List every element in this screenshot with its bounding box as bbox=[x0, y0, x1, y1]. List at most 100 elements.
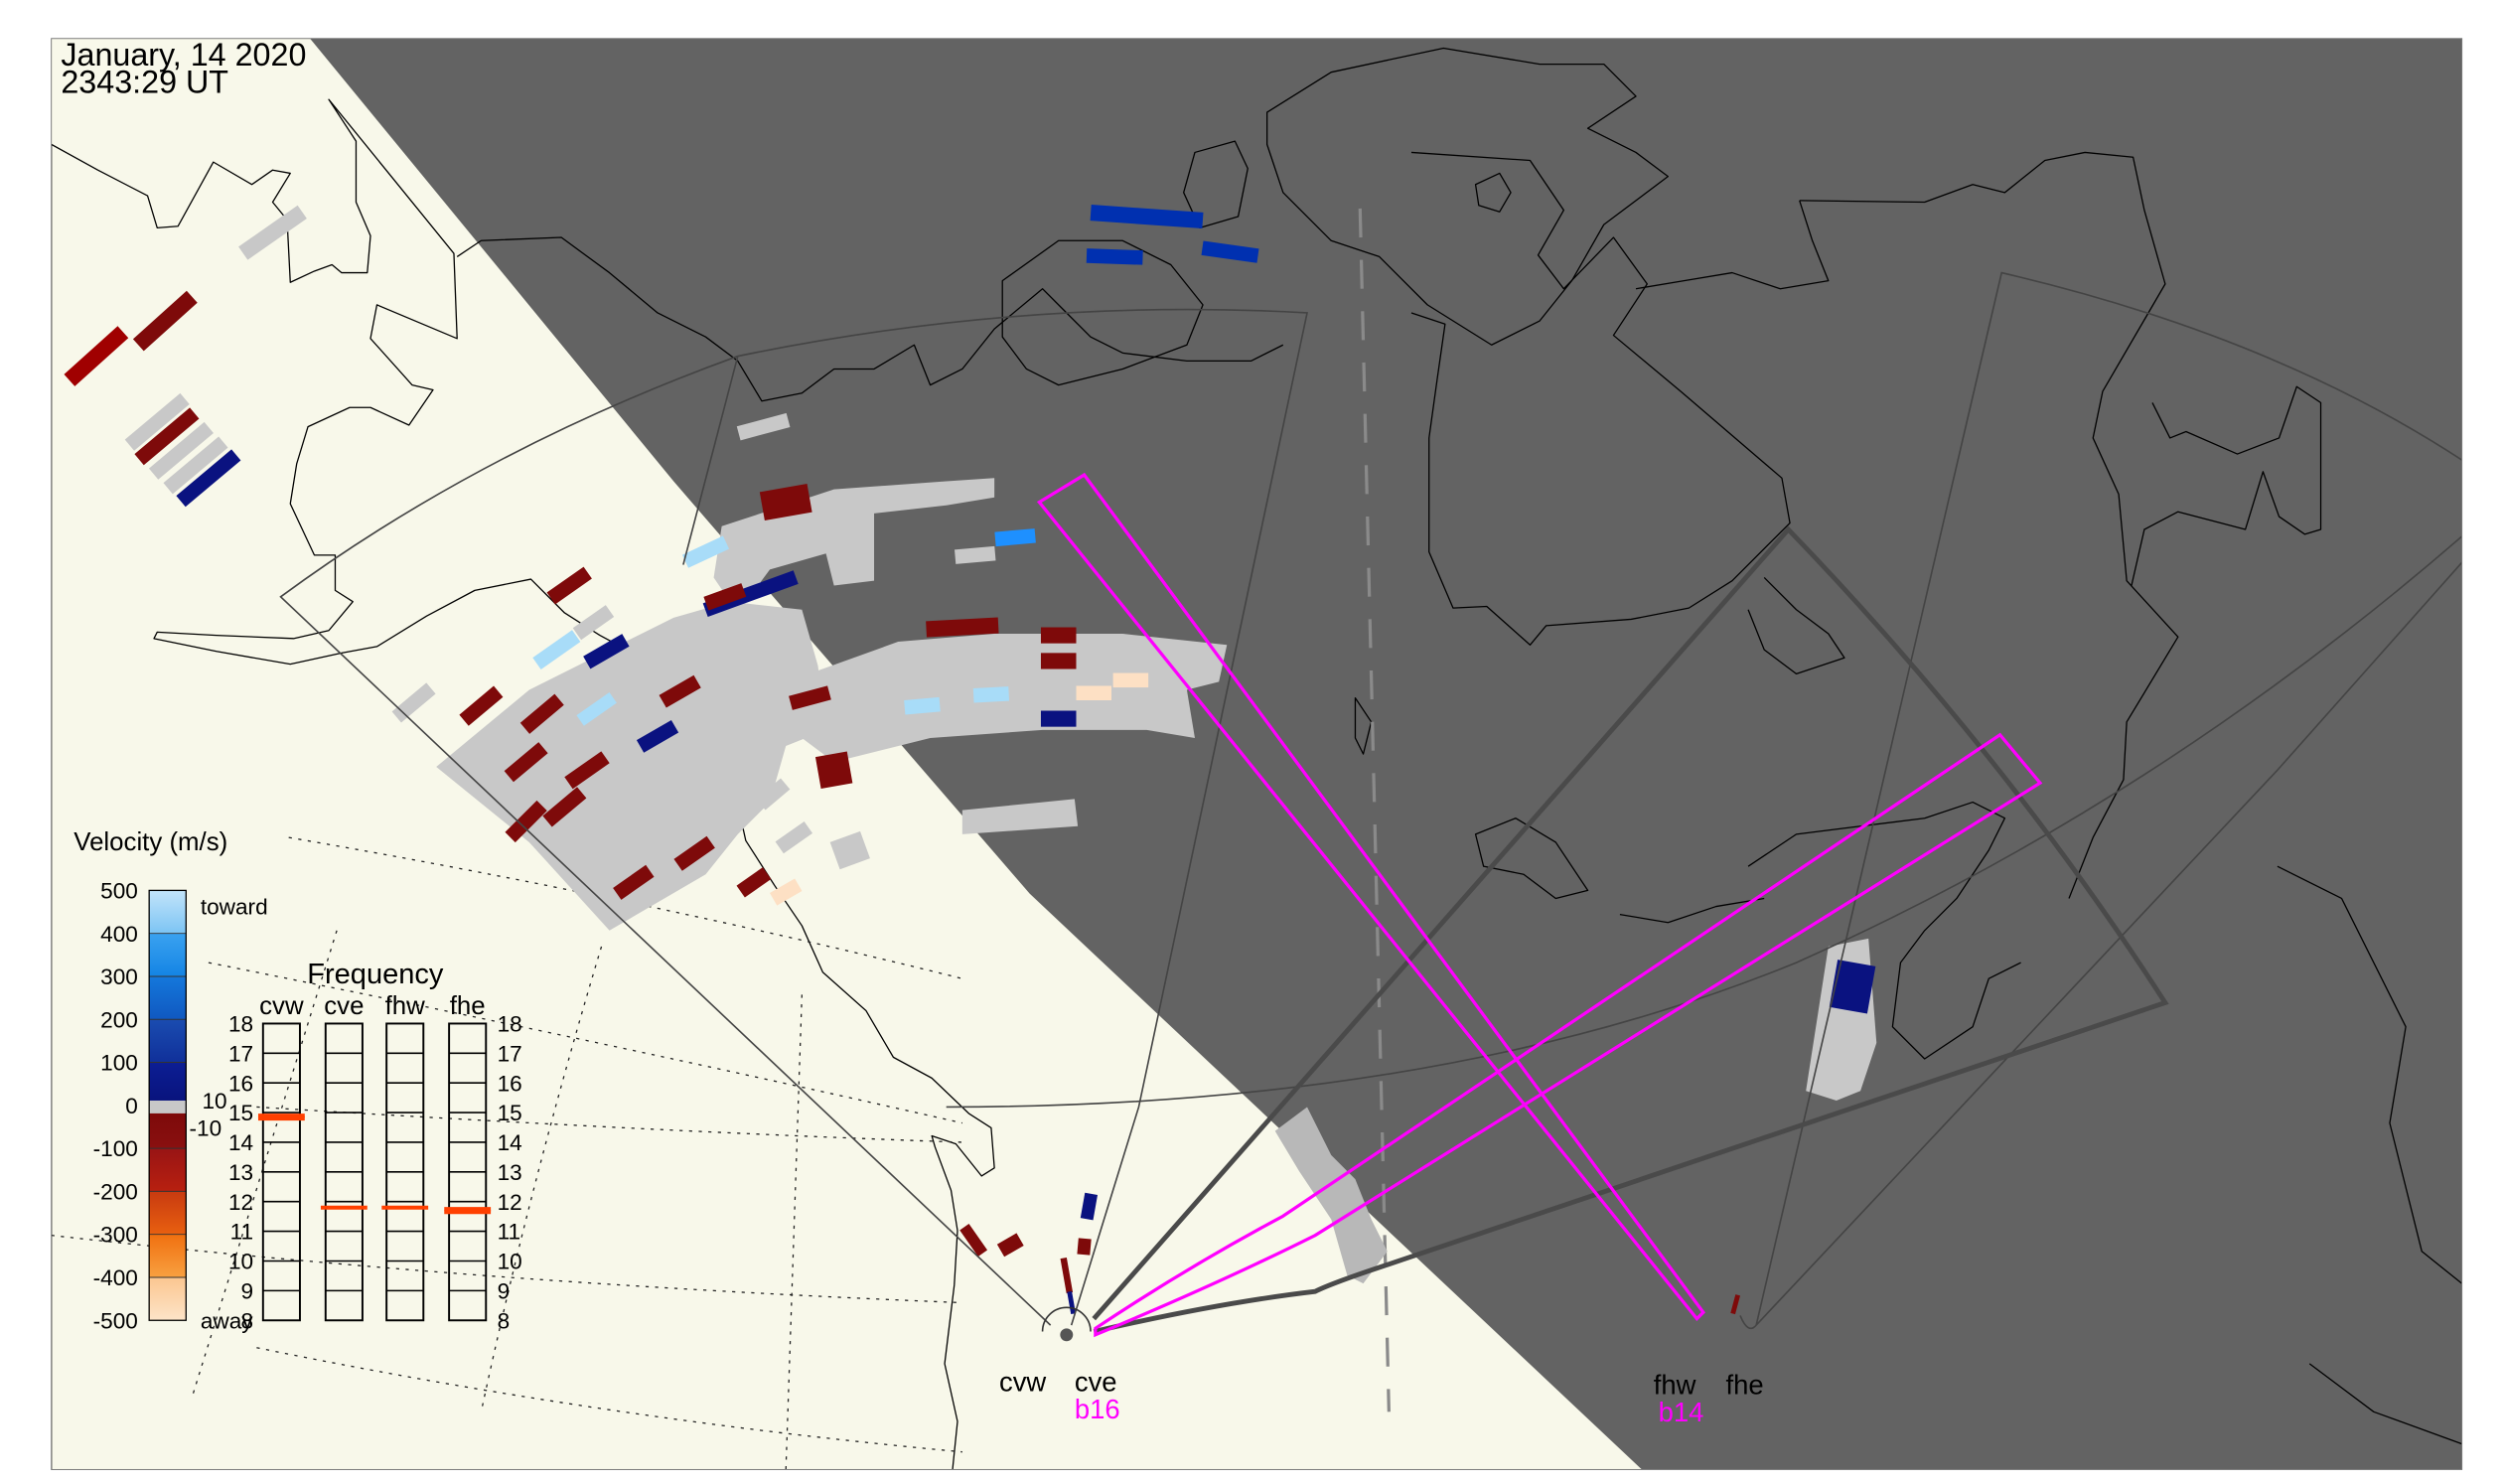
latitude-arc bbox=[946, 534, 2462, 1109]
velocity-cell bbox=[1077, 1238, 1092, 1256]
velocity-cell bbox=[659, 674, 701, 708]
dashed-meridian-line bbox=[1358, 208, 1391, 1412]
velocity-cell bbox=[124, 392, 190, 451]
night-terminator-region bbox=[310, 38, 2462, 1470]
velocity-cell bbox=[1201, 240, 1259, 263]
site-label-fhe: fhe bbox=[1725, 1370, 1763, 1401]
colorbar-segment bbox=[149, 1276, 187, 1321]
velocity-cell bbox=[1060, 1257, 1074, 1294]
velocity-cell bbox=[505, 800, 547, 843]
velocity-cell bbox=[703, 583, 747, 611]
colorbar-segment bbox=[149, 975, 187, 1020]
velocity-cells bbox=[64, 205, 1876, 1315]
velocity-cell bbox=[673, 835, 715, 871]
colorbar-border bbox=[148, 889, 187, 1321]
velocity-cell bbox=[583, 634, 630, 669]
velocity-cell bbox=[1040, 710, 1077, 727]
site-cv-marker bbox=[1060, 1328, 1074, 1342]
velocity-tick-label: 400 bbox=[100, 922, 138, 947]
frequency-tick-right: 8 bbox=[498, 1308, 511, 1333]
scatter-region-cve-near bbox=[1274, 1107, 1388, 1284]
frequency-tick-left: 17 bbox=[228, 1041, 253, 1066]
velocity-cell bbox=[459, 685, 504, 726]
velocity-cell bbox=[1080, 1192, 1099, 1221]
velocity-cell bbox=[959, 1224, 988, 1257]
fov-cvw bbox=[279, 308, 1309, 1326]
beam-b14-fhw bbox=[1036, 472, 1705, 1322]
velocity-tick-label: -300 bbox=[93, 1223, 138, 1248]
gs-upper-label: 10 bbox=[202, 1089, 226, 1113]
velocity-cell bbox=[1040, 627, 1077, 644]
frequency-tick-left: 18 bbox=[228, 1012, 253, 1037]
colorbar-segment bbox=[149, 933, 187, 976]
velocity-cell bbox=[926, 617, 999, 638]
frequency-radar-header: fhe bbox=[450, 992, 486, 1020]
site-label-fhw: fhw bbox=[1654, 1370, 1696, 1401]
velocity-cell bbox=[770, 878, 803, 906]
velocity-cell bbox=[1040, 653, 1077, 669]
velocity-tick-label: -400 bbox=[93, 1265, 138, 1290]
velocity-cell bbox=[148, 421, 214, 480]
velocity-cell bbox=[1090, 205, 1204, 229]
velocity-tick-label: 500 bbox=[100, 878, 138, 903]
velocity-tick-label: 300 bbox=[100, 965, 138, 989]
velocity-cell bbox=[1829, 960, 1876, 1014]
frequency-tick-right: 15 bbox=[498, 1101, 522, 1125]
colorbar-segment bbox=[149, 1062, 187, 1106]
coastlines bbox=[456, 47, 2462, 1445]
frequency-tick-right: 13 bbox=[498, 1160, 522, 1185]
frequency-tick-left: 9 bbox=[241, 1278, 254, 1303]
frequency-tick-left: 13 bbox=[228, 1160, 253, 1185]
frequency-radar-header: cvw bbox=[259, 992, 304, 1020]
velocity-cell bbox=[972, 686, 1010, 703]
radar-fov bbox=[279, 271, 2462, 1342]
colorbar-segment bbox=[149, 1234, 187, 1277]
fov-cve bbox=[1092, 525, 2169, 1334]
beam-b16-cve bbox=[1094, 732, 2043, 1338]
site-label-cvw: cvw bbox=[999, 1366, 1046, 1397]
beam-label-b14: b14 bbox=[1659, 1397, 1704, 1427]
velocity-cell bbox=[163, 436, 228, 495]
velocity-cell bbox=[1730, 1294, 1740, 1315]
plot-frame bbox=[51, 38, 2463, 1470]
date-label: January, 14 2020 bbox=[61, 37, 306, 73]
velocity-cell bbox=[829, 830, 870, 870]
velocity-tick-label: 200 bbox=[100, 1007, 138, 1032]
frequency-title: Frequency bbox=[307, 959, 444, 990]
velocity-tick-label: 100 bbox=[100, 1051, 138, 1076]
velocity-tick-label: -500 bbox=[93, 1308, 138, 1333]
frequency-tick-left: 11 bbox=[230, 1220, 253, 1245]
velocity-cell bbox=[996, 1233, 1024, 1258]
frequency-radar-header: cve bbox=[324, 992, 364, 1020]
site-label-cve: cve bbox=[1075, 1366, 1117, 1397]
velocity-tick-label: 0 bbox=[125, 1094, 138, 1118]
colorbar-ground-scatter-band bbox=[149, 1100, 187, 1113]
velocity-cell bbox=[756, 778, 791, 811]
scatter-region-cvw-main bbox=[436, 601, 826, 931]
velocity-cell bbox=[702, 570, 799, 618]
velocity-cell bbox=[542, 787, 587, 827]
frequency-tick-right: 17 bbox=[498, 1041, 522, 1066]
colorbar-segment bbox=[149, 890, 187, 934]
frequency-tick-left: 10 bbox=[228, 1250, 253, 1274]
velocity-cell bbox=[636, 719, 679, 753]
away-label: away bbox=[201, 1308, 253, 1333]
frequency-tick-left: 14 bbox=[228, 1130, 253, 1155]
fov-cvw-inner bbox=[682, 356, 739, 565]
ocean bbox=[51, 98, 995, 1470]
gs-lower-label: -10 bbox=[190, 1116, 222, 1141]
velocity-colorbar bbox=[148, 889, 187, 1321]
frequency-tick-right: 12 bbox=[498, 1190, 522, 1215]
velocity-legend: Velocity (m/s) 5004003002001000-100-200-… bbox=[74, 828, 267, 1333]
velocity-cell bbox=[994, 528, 1036, 547]
velocity-cell bbox=[1076, 685, 1112, 701]
beam-label-b16: b16 bbox=[1075, 1394, 1120, 1424]
frequency-radar-header: fhw bbox=[385, 992, 426, 1020]
frequency-tick-right: 11 bbox=[498, 1220, 520, 1245]
velocity-cell bbox=[576, 692, 617, 726]
frequency-tick-right: 14 bbox=[498, 1130, 522, 1155]
velocity-cell bbox=[1112, 672, 1149, 688]
frequency-tick-left: 8 bbox=[241, 1308, 254, 1333]
scatter-region-cve-lower bbox=[961, 799, 1079, 834]
